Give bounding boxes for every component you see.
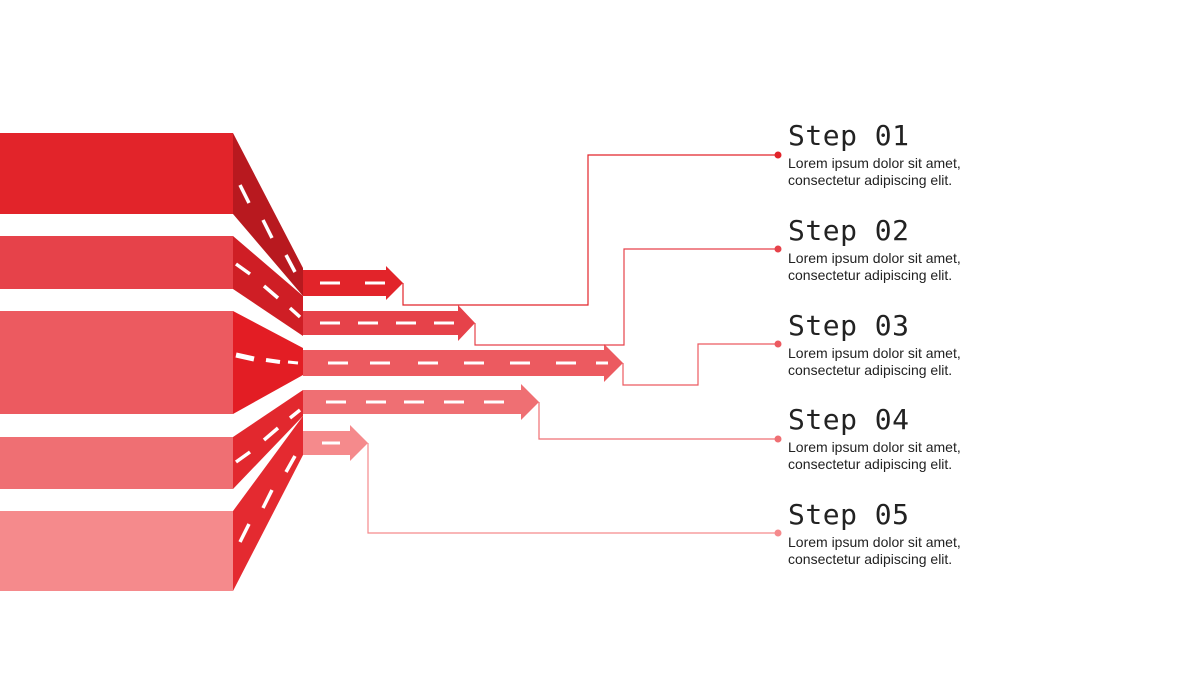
side-dash [262, 426, 280, 442]
connector-4 [538, 402, 778, 440]
step-desc-line: Lorem ipsum dolor sit amet, [788, 439, 961, 455]
lane-block-5 [0, 511, 233, 591]
lane-side-4 [233, 390, 303, 489]
lane-side-faces [233, 133, 303, 591]
side-dash [265, 358, 281, 364]
step-desc-line: Lorem ipsum dolor sit amet, [788, 155, 961, 171]
lane-side-1 [233, 133, 303, 296]
step-desc-line: consectetur adipiscing elit. [788, 266, 953, 283]
connector-dot-2 [774, 245, 782, 253]
lane-blocks [0, 133, 233, 591]
step-desc-line: consectetur adipiscing elit. [788, 550, 953, 567]
connector-2 [474, 248, 778, 346]
connector-1 [402, 154, 778, 306]
connector-5 [367, 443, 778, 534]
side-dash [235, 352, 255, 362]
side-face-dashes [234, 184, 302, 543]
side-dash [261, 219, 274, 239]
side-dash [284, 254, 297, 273]
connector-3 [622, 343, 778, 386]
step-desc-line: Lorem ipsum dolor sit amet, [788, 345, 961, 361]
step-title: Step 01 [788, 119, 910, 152]
side-dash [261, 489, 274, 509]
connector-dot-4 [774, 435, 782, 443]
step-desc-line: Lorem ipsum dolor sit amet, [788, 534, 961, 550]
connectors [367, 154, 778, 534]
step-block-4: Step 04 Lorem ipsum dolor sit amet, cons… [788, 405, 1088, 472]
step-block-2: Step 02 Lorem ipsum dolor sit amet, cons… [788, 216, 1088, 283]
step-title: Step 05 [788, 498, 910, 531]
lane-block-1 [0, 133, 233, 214]
arrow-3 [303, 344, 623, 382]
lane-side-5 [233, 416, 303, 591]
connector-dot-3 [774, 340, 782, 348]
step-desc-line: Lorem ipsum dolor sit amet, [788, 250, 961, 266]
side-dash [234, 450, 252, 464]
step-block-5: Step 05 Lorem ipsum dolor sit amet, cons… [788, 500, 1088, 567]
side-dash [284, 455, 297, 473]
lane-block-2 [0, 236, 233, 289]
side-dash [288, 408, 302, 420]
step-title: Step 03 [788, 309, 910, 342]
connector-dot-1 [774, 151, 782, 159]
side-dash [238, 523, 251, 543]
lane-block-4 [0, 437, 233, 489]
arrow-1 [303, 266, 403, 300]
side-dash [238, 184, 251, 204]
arrow-2 [303, 305, 475, 341]
lane-side-2 [233, 236, 303, 336]
lane-block-3 [0, 311, 233, 414]
connector-dot-5 [774, 529, 782, 537]
lane-side-3 [233, 311, 303, 414]
step-title: Step 02 [788, 214, 910, 247]
step-desc-line: consectetur adipiscing elit. [788, 171, 953, 188]
step-block-3: Step 03 Lorem ipsum dolor sit amet, cons… [788, 311, 1088, 378]
step-title: Step 04 [788, 403, 910, 436]
side-dash [262, 284, 280, 300]
side-dash [288, 306, 302, 319]
side-dash [287, 360, 299, 365]
connector-dots [774, 151, 782, 537]
step-block-1: Step 01 Lorem ipsum dolor sit amet, cons… [788, 121, 1088, 188]
step-desc-line: consectetur adipiscing elit. [788, 455, 953, 472]
step-desc-line: consectetur adipiscing elit. [788, 361, 953, 378]
side-dash [234, 262, 252, 276]
arrow-dashes [320, 281, 608, 445]
